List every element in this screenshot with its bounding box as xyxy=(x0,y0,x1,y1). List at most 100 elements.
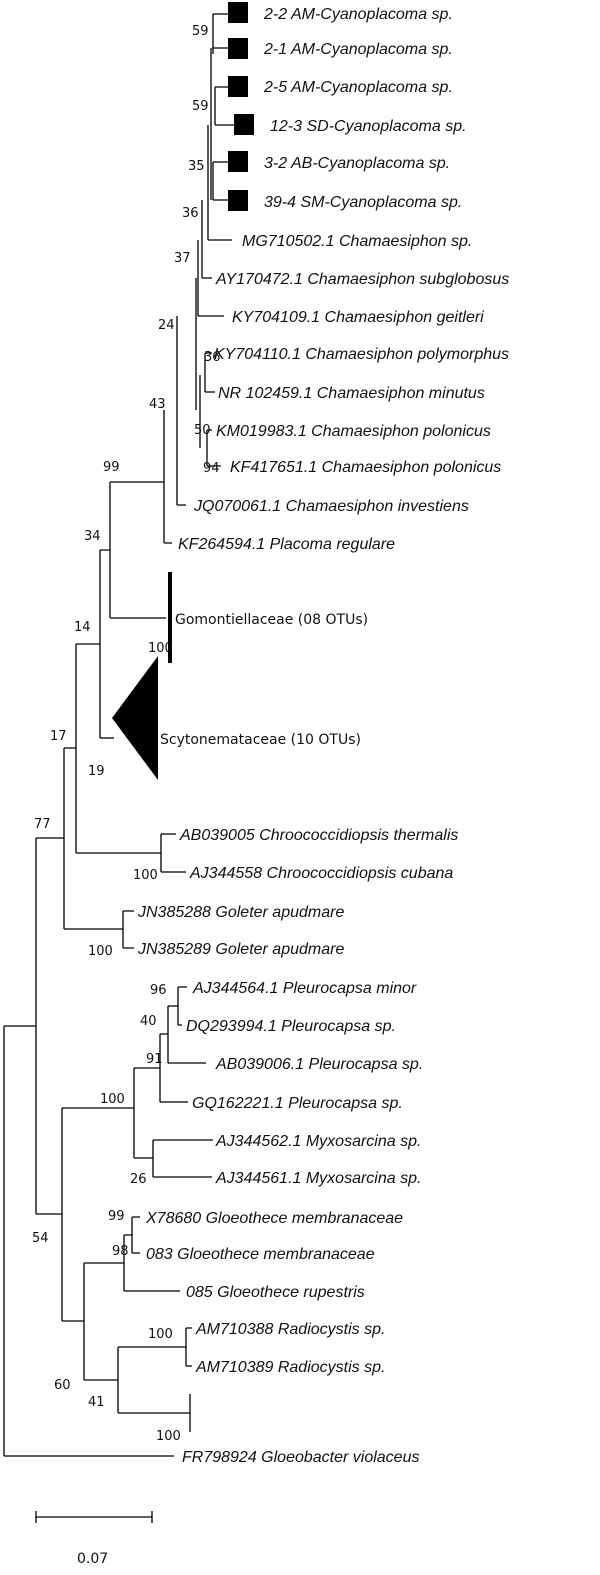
bootstrap-value-b11: 99 xyxy=(103,460,120,475)
branch-ky704110 xyxy=(204,352,215,393)
branch-mg710502 xyxy=(207,125,232,241)
branch-node-ingroup xyxy=(35,837,64,1215)
taxon-label-ky704110: KY704110.1 Chamaesiphon polymorphus xyxy=(214,346,509,363)
bootstrap-value-b14: 14 xyxy=(74,620,91,635)
marker-39-4-sm xyxy=(228,190,248,211)
branch-kf264594 xyxy=(163,410,172,544)
marker-3-2-ab xyxy=(228,151,248,172)
bootstrap-value-b6: 24 xyxy=(158,318,175,333)
taxon-label-am710389: AM710389 Radiocystis sp. xyxy=(195,1359,385,1376)
bootstrap-value-b31: 100 xyxy=(156,1429,181,1444)
bootstrap-value-b10: 94 xyxy=(203,461,220,476)
branch-root xyxy=(3,1025,174,1457)
bootstrap-value-b26: 98 xyxy=(112,1244,129,1259)
bootstrap-value-b21: 40 xyxy=(140,1014,157,1029)
taxon-label-mg710502: MG710502.1 Chamaesiphon sp. xyxy=(242,233,472,250)
branch-cyanoplacoma-top xyxy=(212,13,228,54)
branch-x78680 xyxy=(131,1216,140,1254)
bootstrap-value-b12: 34 xyxy=(84,529,101,544)
new-isolate-markers xyxy=(228,2,254,211)
taxon-label-fr798924: FR798924 Gloeobacter violaceus xyxy=(182,1449,419,1466)
bootstrap-value-b4: 36 xyxy=(182,206,199,221)
bootstrap-value-b20: 96 xyxy=(150,983,167,998)
bootstrap-value-b27: 54 xyxy=(32,1231,49,1246)
bootstrap-values: 5959353637243643509499341001417197710010… xyxy=(32,24,221,1444)
branch-jq070061 xyxy=(176,316,186,506)
taxon-label-km019983: KM019983.1 Chamaesiphon polonicus xyxy=(216,423,491,440)
bootstrap-value-b16: 19 xyxy=(88,764,105,779)
branch-node100-pleuro xyxy=(133,1067,160,1159)
taxon-label-083: 083 Gloeothece membranaceae xyxy=(146,1246,375,1263)
taxon-label-jq070061: JQ070061.1 Chamaesiphon investiens xyxy=(193,498,469,515)
taxon-label-nr102459: NR 102459.1 Chamaesiphon minutus xyxy=(218,385,485,402)
scale-bar-line xyxy=(35,1511,153,1523)
bootstrap-value-b29: 60 xyxy=(54,1378,71,1393)
branch-goleter xyxy=(122,910,134,949)
marker-2-2-am xyxy=(228,2,248,23)
taxon-label-25am: 2-5 AM-Cyanoplacoma sp. xyxy=(263,79,453,96)
taxon-label-jn385289: JN385289 Goleter apudmare xyxy=(137,941,344,958)
bootstrap-value-b30: 41 xyxy=(88,1395,105,1410)
bootstrap-value-b1: 59 xyxy=(192,24,209,39)
bootstrap-value-b24: 26 xyxy=(130,1172,147,1187)
bootstrap-value-b17: 77 xyxy=(34,817,51,832)
branch-myxosarcina xyxy=(152,1139,213,1178)
branch-node34 xyxy=(109,482,166,619)
bootstrap-value-b9: 50 xyxy=(194,423,211,438)
marker-2-1-am xyxy=(228,38,248,59)
taxon-label-kf264594: KF264594.1 Placoma regulare xyxy=(178,536,395,553)
clade-label-gomontiellaceae: Gomontiellaceae (08 OTUs) xyxy=(175,612,368,628)
taxon-label-123sd: 12-3 SD-Cyanoplacoma sp. xyxy=(270,118,467,135)
tree-branches xyxy=(3,13,234,1457)
taxon-label-aj344562: AJ344562.1 Myxosarcina sp. xyxy=(215,1133,421,1150)
taxon-label-aj344561: AJ344561.1 Myxosarcina sp. xyxy=(215,1170,421,1187)
marker-2-5-am xyxy=(228,76,248,97)
taxon-label-aj344558: AJ344558 Chroococcidiopsis cubana xyxy=(189,865,453,882)
taxon-label-ay170472: AY170472.1 Chamaesiphon subglobosus xyxy=(215,271,509,288)
taxon-label-32ab: 3-2 AB-Cyanoplacoma sp. xyxy=(264,155,450,172)
marker-12-3-sd xyxy=(234,114,254,135)
taxon-label-am710388: AM710388 Radiocystis sp. xyxy=(195,1321,385,1338)
taxon-label-jn385288: JN385288 Goleter apudmare xyxy=(137,904,344,921)
bootstrap-value-b5: 37 xyxy=(174,251,191,266)
branch-radiocystis xyxy=(185,1327,192,1367)
branch-ay170472 xyxy=(201,200,212,279)
branch-gq162221 xyxy=(159,1033,188,1103)
collapsed-clade-shapes xyxy=(112,572,172,780)
gomontiellaceae-bar xyxy=(168,572,172,663)
bootstrap-value-b19: 100 xyxy=(88,944,113,959)
taxon-label-394sm: 39-4 SM-Cyanoplacoma sp. xyxy=(264,194,462,211)
branch-km-kf xyxy=(206,429,221,467)
branch-cyanoplacoma-low xyxy=(212,161,228,201)
bootstrap-value-b25: 99 xyxy=(108,1209,125,1224)
bootstrap-value-b3: 35 xyxy=(188,159,205,174)
bootstrap-value-b18: 100 xyxy=(133,868,158,883)
branch-node41 xyxy=(117,1346,190,1414)
taxon-label-ky704109: KY704109.1 Chamaesiphon geitleri xyxy=(232,309,484,326)
bootstrap-value-b7: 36 xyxy=(204,350,221,365)
taxon-label-22am: 2-2 AM-Cyanoplacoma sp. xyxy=(263,6,453,23)
bootstrap-value-b2: 59 xyxy=(192,99,209,114)
taxon-label-x78680: X78680 Gloeothece membranaceae xyxy=(145,1210,403,1227)
scale-bar: 0.07 xyxy=(35,1511,153,1567)
branch-cyanoplacoma-mid xyxy=(214,86,234,126)
taxon-label-dq293994: DQ293994.1 Pleurocapsa sp. xyxy=(186,1018,396,1035)
scytonemataceae-triangle xyxy=(112,656,158,780)
bootstrap-value-b22: 91 xyxy=(146,1052,163,1067)
scale-bar-label: 0.07 xyxy=(77,1551,108,1567)
bootstrap-value-b23: 100 xyxy=(100,1092,125,1107)
bootstrap-value-b8: 43 xyxy=(149,397,166,412)
taxon-label-aj344564: AJ344564.1 Pleurocapsa minor xyxy=(192,980,417,997)
taxon-label-gq162221: GQ162221.1 Pleurocapsa sp. xyxy=(192,1095,403,1112)
branch-ky704109 xyxy=(197,240,224,317)
collapsed-clade-labels: Gomontiellaceae (08 OTUs) Scytonemataceae… xyxy=(160,612,368,748)
taxon-label-085: 085 Gloeothece rupestris xyxy=(186,1284,365,1301)
clade-label-scytonemataceae: Scytonemataceae (10 OTUs) xyxy=(160,732,361,748)
taxon-label-ab039006: AB039006.1 Pleurocapsa sp. xyxy=(215,1056,423,1073)
taxon-labels: 2-2 AM-Cyanoplacoma sp.2-1 AM-Cyanoplaco… xyxy=(137,6,509,1466)
taxon-label-ab039005: AB039005 Chroococcidiopsis thermalis xyxy=(179,827,458,844)
bootstrap-value-b13: 100 xyxy=(148,641,173,656)
branch-node14 xyxy=(99,549,110,738)
bootstrap-value-b28: 100 xyxy=(148,1327,173,1342)
